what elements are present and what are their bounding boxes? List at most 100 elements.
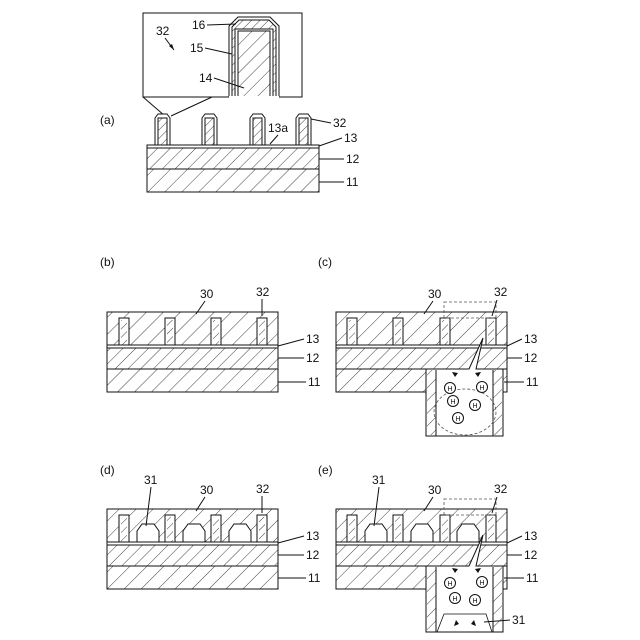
svg-text:H: H — [452, 596, 457, 603]
void-31 — [411, 524, 433, 542]
ref-31: 31 — [144, 473, 158, 487]
ref-11: 11 — [308, 375, 321, 389]
hydrogen-ion: H — [445, 578, 456, 589]
hydrogen-ion: H — [445, 383, 456, 394]
panel-c: (c) H H H H H 30 32 13 — [318, 255, 539, 436]
layer-12 — [107, 348, 278, 369]
ref-32: 32 — [494, 482, 508, 496]
pillar — [119, 318, 129, 345]
leader-13 — [507, 339, 522, 346]
leader-13 — [319, 138, 342, 146]
svg-text:H: H — [455, 416, 460, 423]
svg-text:H: H — [450, 399, 455, 406]
panel-e-label: (e) — [318, 463, 333, 477]
layer-13 — [147, 145, 319, 148]
svg-text:H: H — [479, 580, 484, 587]
svg-text:H: H — [447, 386, 452, 393]
leader-13 — [278, 339, 304, 346]
void-31 — [183, 524, 205, 542]
hydrogen-ion: H — [477, 382, 488, 393]
layer-11 — [107, 566, 278, 589]
pillar — [393, 318, 403, 345]
pillar — [211, 515, 221, 542]
svg-text:H: H — [479, 385, 484, 392]
ref-11: 11 — [526, 375, 539, 389]
panel-a: (a) 32 16 15 14 — [100, 13, 360, 192]
layer-12 — [336, 348, 507, 369]
pillar — [440, 515, 450, 542]
void-31 — [229, 524, 251, 542]
svg-text:H: H — [472, 598, 477, 605]
ref-11: 11 — [308, 571, 321, 585]
pillar — [211, 318, 221, 345]
layer-12 — [336, 545, 507, 566]
ref-16: 16 — [192, 18, 206, 32]
leader-13a — [270, 135, 278, 144]
panel-a-label: (a) — [100, 113, 115, 127]
ref-13: 13 — [524, 529, 538, 543]
ref-11: 11 — [526, 571, 539, 585]
hydrogen-ion: H — [470, 400, 481, 411]
leader-13 — [507, 536, 522, 543]
ref-30: 30 — [428, 483, 442, 497]
pillar — [257, 318, 267, 345]
ref-32: 32 — [256, 285, 270, 299]
pillar — [296, 114, 311, 145]
zoom-leader-right — [171, 97, 212, 116]
layer-30 — [107, 312, 278, 345]
ref-13: 13 — [306, 529, 320, 543]
hydrogen-ion: H — [448, 396, 459, 407]
ref-32-callout: 32 — [156, 24, 170, 38]
hydrogen-ion: H — [470, 595, 481, 606]
ref-13: 13 — [344, 131, 358, 145]
ref-12: 12 — [306, 548, 320, 562]
panel-d: (d) 31 30 32 13 12 11 — [100, 463, 321, 589]
ref-15: 15 — [190, 41, 204, 55]
layer-12 — [107, 545, 278, 566]
ref-12: 12 — [524, 351, 538, 365]
pillar — [347, 515, 357, 542]
ref-13: 13 — [306, 332, 320, 346]
pillar — [440, 318, 450, 345]
pillar — [165, 318, 175, 345]
ref-11: 11 — [346, 175, 359, 189]
layer-11 — [107, 369, 278, 392]
zoom-leader-left — [143, 97, 165, 116]
panel-d-label: (d) — [100, 463, 115, 477]
pillar — [486, 515, 496, 542]
pillar — [165, 515, 175, 542]
ref-30: 30 — [200, 287, 214, 301]
ref-32: 32 — [333, 116, 347, 130]
leader-32 — [311, 119, 331, 123]
layer-12 — [147, 148, 319, 169]
leader-13 — [278, 536, 304, 543]
svg-text:H: H — [447, 581, 452, 588]
svg-text:H: H — [472, 403, 477, 410]
pillar — [202, 114, 217, 145]
ref-30: 30 — [200, 483, 214, 497]
hydrogen-ion: H — [453, 413, 464, 424]
void-31 — [137, 524, 159, 542]
pillar — [393, 515, 403, 542]
pillar — [119, 515, 129, 542]
hydrogen-ion: H — [477, 577, 488, 588]
pillar — [155, 114, 170, 145]
ref-30: 30 — [428, 287, 442, 301]
ref-12: 12 — [346, 152, 360, 166]
pillar — [257, 515, 267, 542]
hydrogen-ion: H — [450, 593, 461, 604]
ref-32: 32 — [256, 482, 270, 496]
ref-13a: 13a — [268, 121, 288, 135]
ref-14: 14 — [199, 71, 213, 85]
panel-b: (b) 30 32 13 12 11 — [100, 255, 321, 392]
panel-b-label: (b) — [100, 255, 115, 269]
layer-11 — [147, 169, 319, 192]
pillar — [486, 318, 496, 345]
pillar — [250, 114, 265, 145]
panel-e: (e) H H H H 31 — [318, 463, 539, 632]
panel-c-label: (c) — [318, 255, 332, 269]
ref-31-zoom: 31 — [512, 613, 526, 627]
layer-30 — [336, 312, 507, 345]
void-31 — [457, 524, 479, 542]
